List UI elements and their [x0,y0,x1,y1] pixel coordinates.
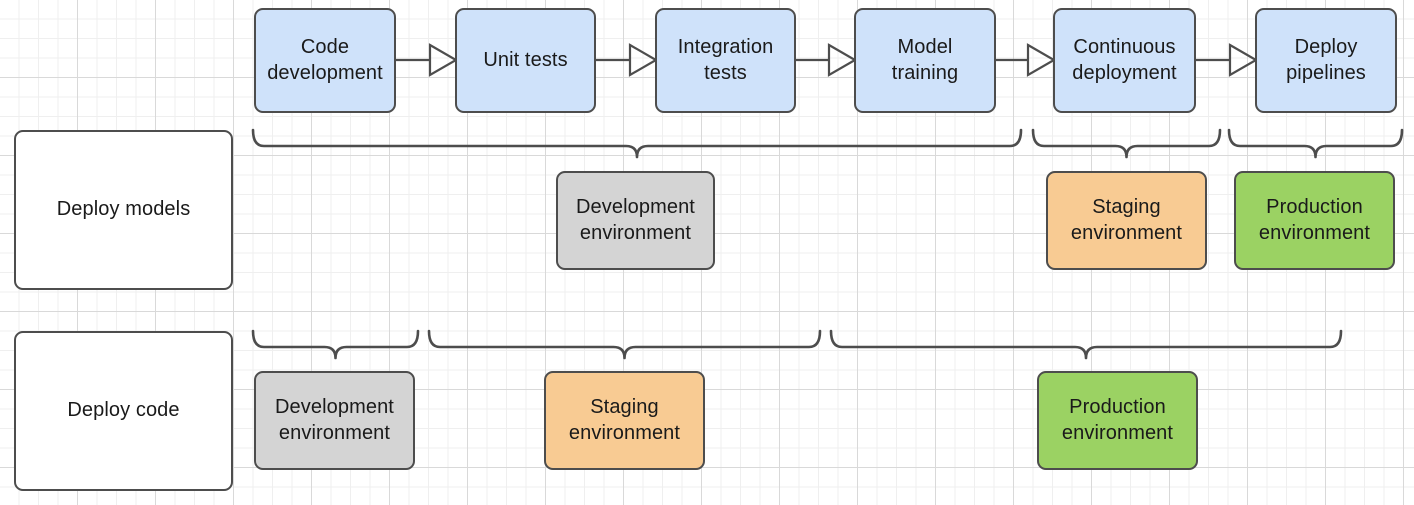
env-deploy-models-gray[interactable]: Development environment [556,171,715,270]
arrowhead-icon [1026,43,1057,77]
brace-deploy-models-3 [1227,128,1404,159]
pipeline-arrow-4 [996,43,1057,77]
env-deploy-code-green[interactable]: Production environment [1037,371,1198,470]
env-deploy-models-orange[interactable]: Staging environment [1046,171,1207,270]
arrowhead-icon [827,43,858,77]
pipeline-step-model-training[interactable]: Model training [854,8,996,113]
brace-deploy-models-1 [251,128,1023,159]
brace-deploy-code-3 [829,329,1343,360]
env-deploy-models-green[interactable]: Production environment [1234,171,1395,270]
arrowhead-icon [628,43,659,77]
arrowhead-icon [428,43,459,77]
brace-deploy-code-1 [251,329,420,360]
brace-deploy-code-2 [427,329,822,360]
pipeline-step-continuous-deployment[interactable]: Continuous deployment [1053,8,1196,113]
pipeline-step-integration-tests[interactable]: Integration tests [655,8,796,113]
pipeline-step-deploy-pipelines[interactable]: Deploy pipelines [1255,8,1397,113]
pipeline-arrow-5 [1196,43,1259,77]
pipeline-step-code-development[interactable]: Code development [254,8,396,113]
brace-deploy-models-2 [1031,128,1222,159]
pipeline-arrow-2 [596,43,659,77]
row-label-deploy-code[interactable]: Deploy code [14,331,233,491]
pipeline-step-unit-tests[interactable]: Unit tests [455,8,596,113]
arrowhead-icon [1228,43,1259,77]
env-deploy-code-orange[interactable]: Staging environment [544,371,705,470]
pipeline-arrow-3 [796,43,858,77]
row-label-deploy-models[interactable]: Deploy models [14,130,233,290]
pipeline-arrow-1 [396,43,459,77]
env-deploy-code-gray[interactable]: Development environment [254,371,415,470]
